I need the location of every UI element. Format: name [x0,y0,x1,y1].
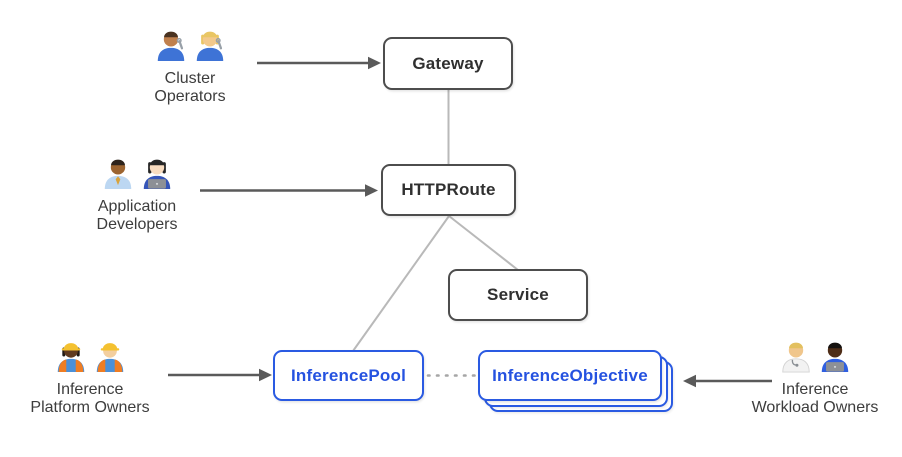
inference-workload-owners-label-line2: Workload Owners [751,399,879,416]
cluster-operators-label-line1: Cluster [164,70,216,87]
application-developers-label-line2: Developers [96,216,178,233]
application-developers-icons [101,155,174,190]
edge-httproute-inferencepool [352,215,450,352]
application-developers-label: Application Developers [97,198,178,234]
woman-mechanic-icon [196,31,223,62]
persona-application-developers: Application Developers [50,155,224,234]
man-technologist-icon [821,342,848,373]
arrow-workloadowners-to-inferenceobjective [683,374,772,388]
inference-workload-owners-icons [779,338,852,373]
woman-construction-worker-icon [57,343,84,373]
inference-platform-owners-label-line1: Inference [56,381,124,398]
service-label: Service [487,285,549,304]
inference-workload-owners-label-line1: Inference [781,381,849,398]
httproute-node: HTTPRoute [381,164,516,216]
man-office-worker-icon [104,159,131,190]
cluster-operators-label-line2: Operators [154,88,226,105]
gateway-label: Gateway [412,53,484,73]
edge-httproute-service [448,215,519,271]
inference-platform-owners-label: Inference Platform Owners [30,381,149,417]
health-worker-icon [781,342,810,373]
inference-platform-owners-label-line2: Platform Owners [30,399,150,416]
gateway-node: Gateway [383,37,513,90]
inference-workload-owners-label: Inference Workload Owners [752,381,879,417]
arrow-clusteroperators-to-gateway [257,56,381,70]
inference-pool-node: InferencePool [273,350,424,401]
woman-technologist-icon [143,159,170,190]
cluster-operators-label: Cluster Operators [154,70,225,106]
persona-inference-platform-owners: Inference Platform Owners [3,338,177,417]
httproute-label: HTTPRoute [401,180,496,199]
inference-objective-label: InferenceObjective [492,365,648,385]
arrow-platformowners-to-inferencepool [168,368,272,382]
man-construction-worker-icon [96,343,123,373]
persona-cluster-operators: Cluster Operators [103,27,277,106]
application-developers-label-line1: Application [97,198,177,215]
arrow-appdevelopers-to-httproute [200,184,378,197]
inference-pool-label: InferencePool [290,365,407,385]
inference-objective-node: InferenceObjective [478,350,662,401]
inference-platform-owners-icons [54,338,127,373]
cluster-operators-icons [154,27,227,62]
service-node: Service [448,269,588,321]
persona-inference-workload-owners: Inference Workload Owners [728,338,902,417]
man-mechanic-icon [157,31,184,62]
